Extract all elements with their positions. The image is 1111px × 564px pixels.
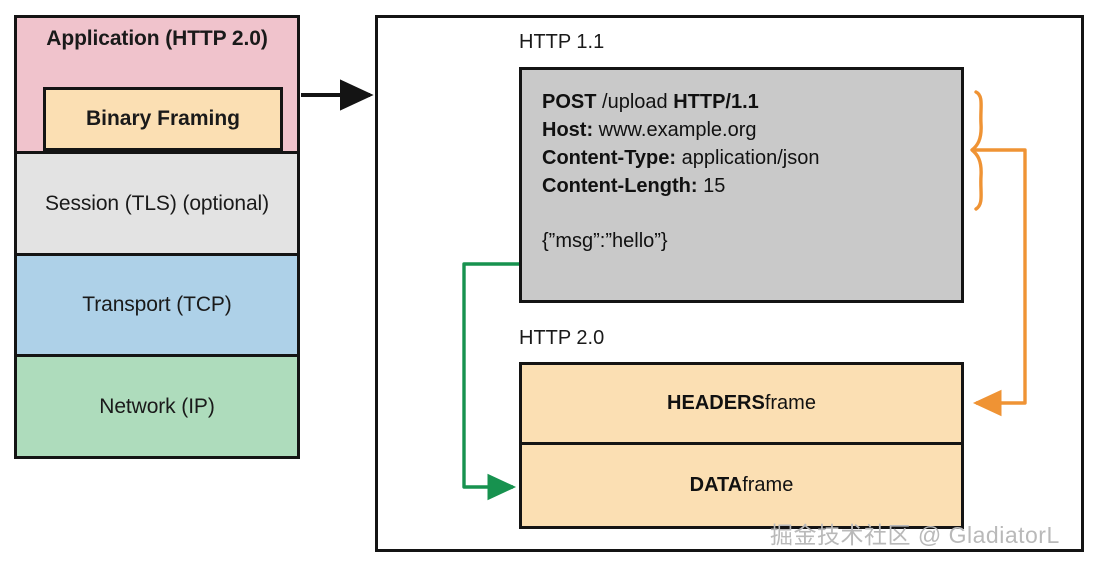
protocol-stack: Application (HTTP 2.0) Binary Framing Se…: [14, 15, 300, 459]
watermark: 掘金技术社区 @ GladiatorL: [770, 522, 1060, 548]
binary-framing-label: Binary Framing: [85, 107, 241, 130]
request-path: /upload: [602, 91, 668, 113]
header-value-content-length: 15: [703, 175, 726, 197]
stack-layer-session-label: Session (TLS) (optional): [44, 191, 270, 215]
header-value-content-type: application/json: [681, 147, 820, 169]
request-line-3: Content-Type: application/json: [542, 144, 961, 172]
http11-section-label: HTTP 1.1: [519, 31, 605, 53]
http20-frames-box: HEADERS frame DATA frame: [519, 362, 964, 529]
request-body: {”msg”:”hello”}: [542, 230, 668, 252]
stack-layer-network-label: Network (IP): [99, 394, 215, 418]
data-frame-suffix: frame: [742, 474, 794, 496]
request-line-1: POST /upload HTTP/1.1: [542, 88, 961, 116]
header-value-host: www.example.org: [598, 119, 757, 141]
http11-message-box: POST /upload HTTP/1.1 Host: www.example.…: [519, 67, 964, 303]
header-name-host: Host:: [542, 119, 594, 141]
binary-framing-box: Binary Framing: [43, 87, 283, 151]
stack-layer-transport-label: Transport (TCP): [82, 293, 232, 316]
data-frame-name: DATA: [689, 474, 743, 496]
headers-frame-name: HEADERS: [667, 392, 765, 414]
request-version: HTTP/1.1: [673, 91, 759, 113]
request-line-4: Content-Length: 15: [542, 172, 961, 200]
http20-section-label: HTTP 2.0: [519, 327, 605, 349]
headers-frame-suffix: frame: [764, 392, 816, 414]
stack-layer-session: Session (TLS) (optional): [17, 154, 297, 256]
headers-frame-row: HEADERS frame: [522, 365, 961, 445]
header-name-content-type: Content-Type:: [542, 147, 677, 169]
request-method: POST: [542, 91, 597, 113]
header-name-content-length: Content-Length:: [542, 175, 698, 197]
data-frame-row: DATA frame: [522, 445, 961, 526]
stack-layer-network: Network (IP): [17, 357, 297, 456]
request-line-2: Host: www.example.org: [542, 116, 961, 144]
stack-layer-transport: Transport (TCP): [17, 256, 297, 357]
stack-layer-application-label: Application (HTTP 2.0): [46, 27, 268, 50]
